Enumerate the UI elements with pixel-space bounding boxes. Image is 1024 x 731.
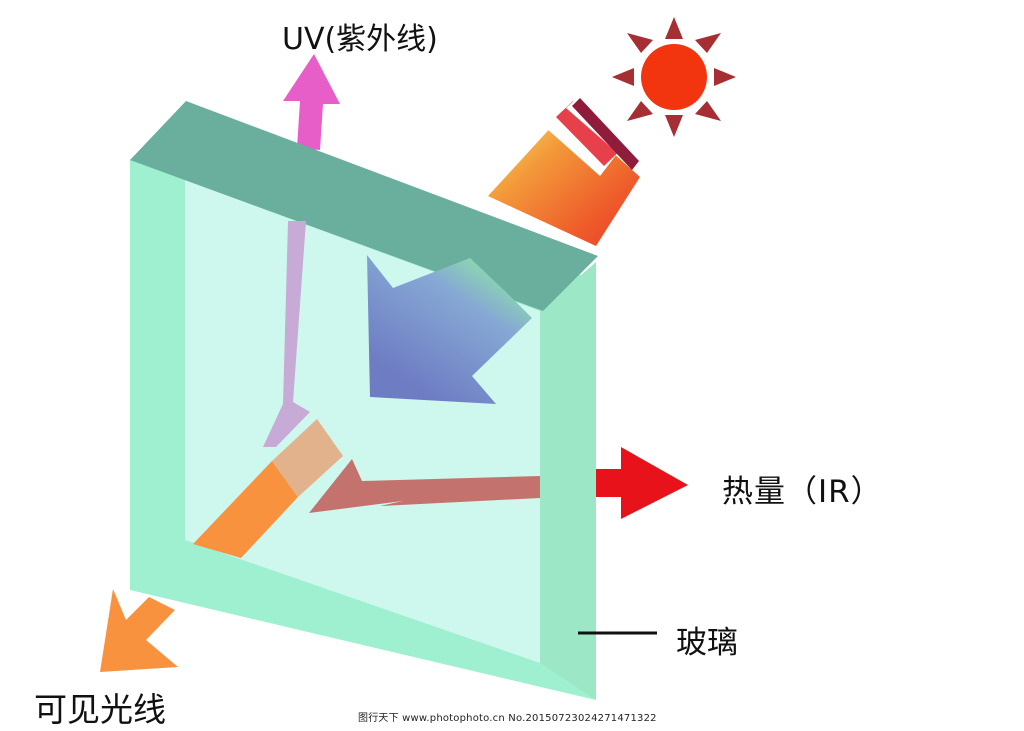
glass-label: 玻璃 (676, 625, 738, 661)
ir-ray (309, 459, 540, 513)
ir-label: 热量（IR） (722, 474, 883, 510)
uv-label: UV(紫外线) (282, 22, 438, 57)
uv-arrow (283, 54, 340, 150)
sun-icon (612, 17, 736, 137)
ir-arrow (596, 447, 688, 519)
visible-light-label: 可见光线 (34, 690, 166, 729)
watermark: 图行天下 www.photophoto.cn No.20150723024271… (358, 713, 657, 724)
sunlight-beam (488, 98, 640, 246)
incoming-light-arrow (367, 255, 532, 404)
visible-arrow (100, 589, 178, 672)
visible-ray (193, 419, 343, 558)
uv-ray (263, 221, 310, 447)
